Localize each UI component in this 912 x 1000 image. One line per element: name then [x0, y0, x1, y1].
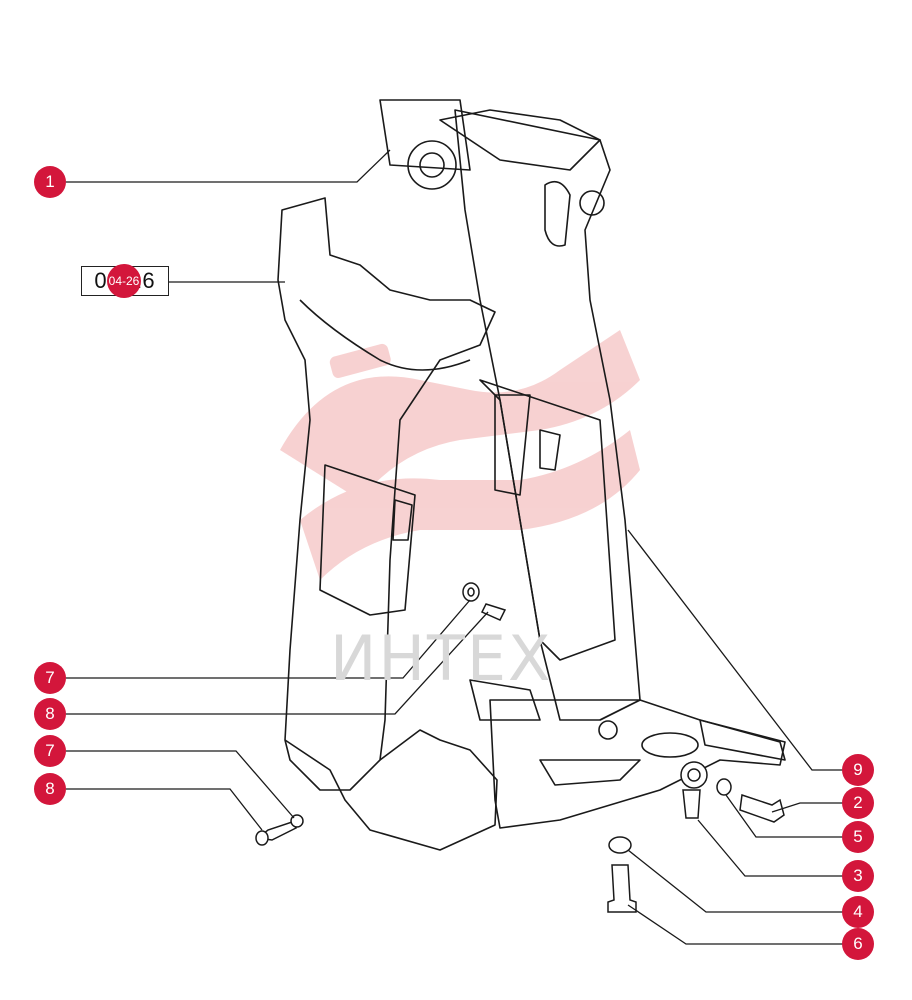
callout-2[interactable]: 2 — [842, 787, 874, 819]
callout-8-upper[interactable]: 8 — [34, 698, 66, 730]
callout-9[interactable]: 9 — [842, 754, 874, 786]
watermark-text: ИНТЕХ — [330, 622, 553, 695]
callout-1[interactable]: 1 — [34, 166, 66, 198]
callout-7-upper[interactable]: 7 — [34, 662, 66, 694]
callout-3[interactable]: 3 — [842, 860, 874, 892]
leader-lines — [66, 149, 844, 945]
callout-4[interactable]: 4 — [842, 896, 874, 928]
watermark-logo — [280, 330, 640, 580]
callout-8-lower[interactable]: 8 — [34, 773, 66, 805]
callout-5[interactable]: 5 — [842, 821, 874, 853]
reference-code-marker: 04-26 — [107, 264, 141, 298]
frame-lines — [277, 99, 786, 851]
callout-7-lower[interactable]: 7 — [34, 735, 66, 767]
callout-6[interactable]: 6 — [842, 928, 874, 960]
hardware-parts — [255, 582, 785, 913]
